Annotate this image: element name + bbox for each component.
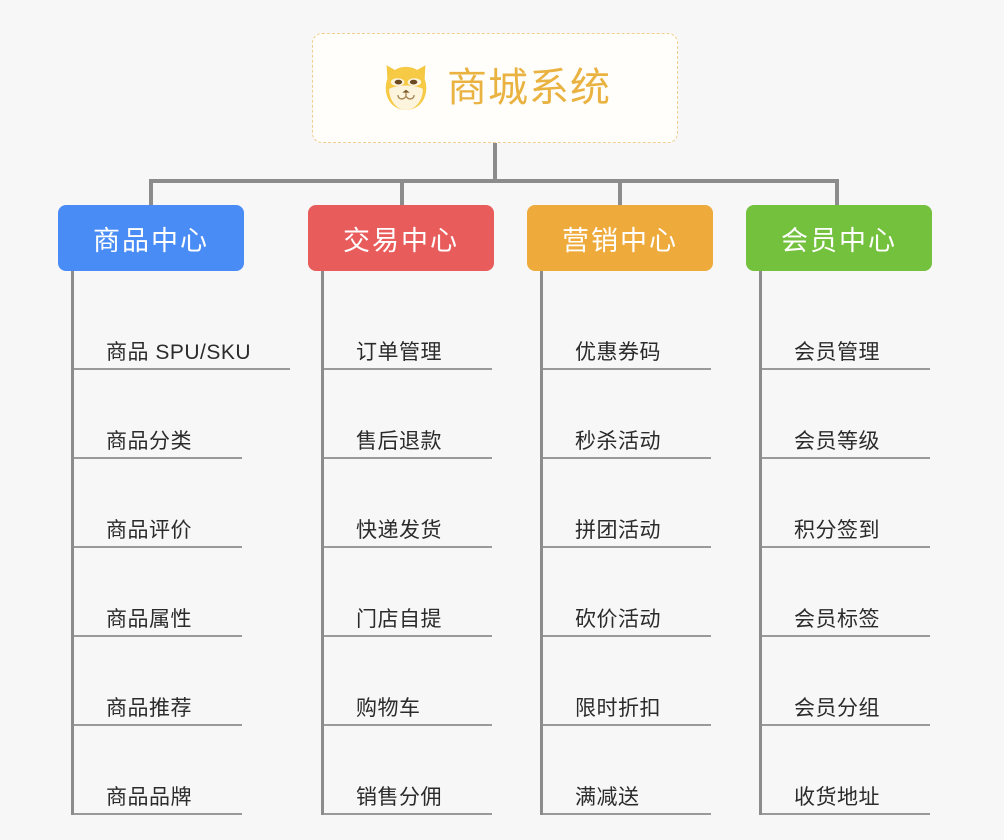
child-item-label: 会员管理 [794,340,880,364]
connector-drop-3 [618,179,622,207]
child-item[interactable]: 砍价活动 [543,548,711,637]
child-item-label: 商品属性 [106,607,192,631]
child-item[interactable]: 商品属性 [74,548,242,637]
child-item[interactable]: 快递发货 [324,459,492,548]
child-item-label: 砍价活动 [575,607,661,631]
child-item-label: 商品分类 [106,429,192,453]
child-item[interactable]: 拼团活动 [543,459,711,548]
root-title: 商城系统 [447,66,611,110]
branch-header-marketing[interactable]: 营销中心 [527,205,713,271]
child-item[interactable]: 积分签到 [762,459,930,548]
child-item-label: 商品推荐 [106,696,192,720]
connector-drop-1 [149,179,153,207]
child-item-label: 会员等级 [794,429,880,453]
child-item-label: 商品品牌 [106,785,192,809]
child-item-label: 满减送 [575,785,640,809]
child-item-label: 快递发货 [356,518,442,542]
child-item-label: 拼团活动 [575,518,661,542]
branch-child-list-marketing: 优惠券码 秒杀活动 拼团活动 砍价活动 限时折扣 满减送 [540,271,747,815]
child-item[interactable]: 限时折扣 [543,637,711,726]
branch-column-member: 会员中心 会员管理 会员等级 积分签到 会员标签 会员分组 [746,205,966,815]
child-item[interactable]: 商品品牌 [74,726,242,815]
child-item[interactable]: 购物车 [324,637,492,726]
child-item-label: 门店自提 [356,607,442,631]
child-item-label: 积分签到 [794,518,880,542]
connector-root-stem [493,143,497,181]
child-item-label: 购物车 [356,696,421,720]
child-item-label: 优惠券码 [575,340,661,364]
child-item[interactable]: 优惠券码 [543,281,711,370]
child-item-label: 商品 SPU/SKU [106,340,252,364]
branch-header-label: 交易中心 [343,225,459,256]
child-item-label: 销售分佣 [356,785,442,809]
child-item[interactable]: 会员分组 [762,637,930,726]
child-item-label: 收货地址 [794,785,880,809]
child-item-label: 限时折扣 [575,696,661,720]
branch-child-list-product: 商品 SPU/SKU 商品分类 商品评价 商品属性 商品推荐 商品品牌 [71,271,290,815]
branch-header-label: 商品中心 [93,225,209,256]
child-item-label: 会员分组 [794,696,880,720]
child-item-label: 秒杀活动 [575,429,661,453]
child-item-label: 会员标签 [794,607,880,631]
child-item-label: 商品评价 [106,518,192,542]
child-item[interactable]: 收货地址 [762,726,930,815]
branch-columns: 商品中心 商品 SPU/SKU 商品分类 商品评价 商品属性 商品推荐 [0,205,1004,840]
child-item[interactable]: 会员标签 [762,548,930,637]
child-item[interactable]: 会员等级 [762,370,930,459]
child-item[interactable]: 门店自提 [324,548,492,637]
child-item[interactable]: 商品分类 [74,370,242,459]
branch-header-member[interactable]: 会员中心 [746,205,932,271]
connector-drop-4 [835,179,839,207]
child-item[interactable]: 订单管理 [324,281,492,370]
child-item-label: 售后退款 [356,429,442,453]
child-item[interactable]: 满减送 [543,726,711,815]
branch-header-transaction[interactable]: 交易中心 [308,205,494,271]
child-item[interactable]: 商品 SPU/SKU [74,281,290,370]
branch-column-marketing: 营销中心 优惠券码 秒杀活动 拼团活动 砍价活动 限时折扣 [527,205,747,815]
connector-horizontal-bus [149,179,839,183]
branch-header-label: 营销中心 [562,225,678,256]
child-item[interactable]: 商品评价 [74,459,242,548]
root-node[interactable]: 商城系统 [312,33,678,143]
shiba-dog-face-icon [385,65,427,110]
child-item[interactable]: 会员管理 [762,281,930,370]
child-item-label: 订单管理 [356,340,442,364]
child-item[interactable]: 秒杀活动 [543,370,711,459]
child-item[interactable]: 售后退款 [324,370,492,459]
branch-column-transaction: 交易中心 订单管理 售后退款 快递发货 门店自提 购物车 [308,205,528,815]
branch-child-list-transaction: 订单管理 售后退款 快递发货 门店自提 购物车 销售分佣 [321,271,528,815]
branch-header-product[interactable]: 商品中心 [58,205,244,271]
connector-drop-2 [400,179,404,207]
child-item[interactable]: 销售分佣 [324,726,492,815]
branch-column-product: 商品中心 商品 SPU/SKU 商品分类 商品评价 商品属性 商品推荐 [58,205,290,815]
child-item[interactable]: 商品推荐 [74,637,242,726]
branch-header-label: 会员中心 [781,225,897,256]
branch-child-list-member: 会员管理 会员等级 积分签到 会员标签 会员分组 收货地址 [759,271,966,815]
